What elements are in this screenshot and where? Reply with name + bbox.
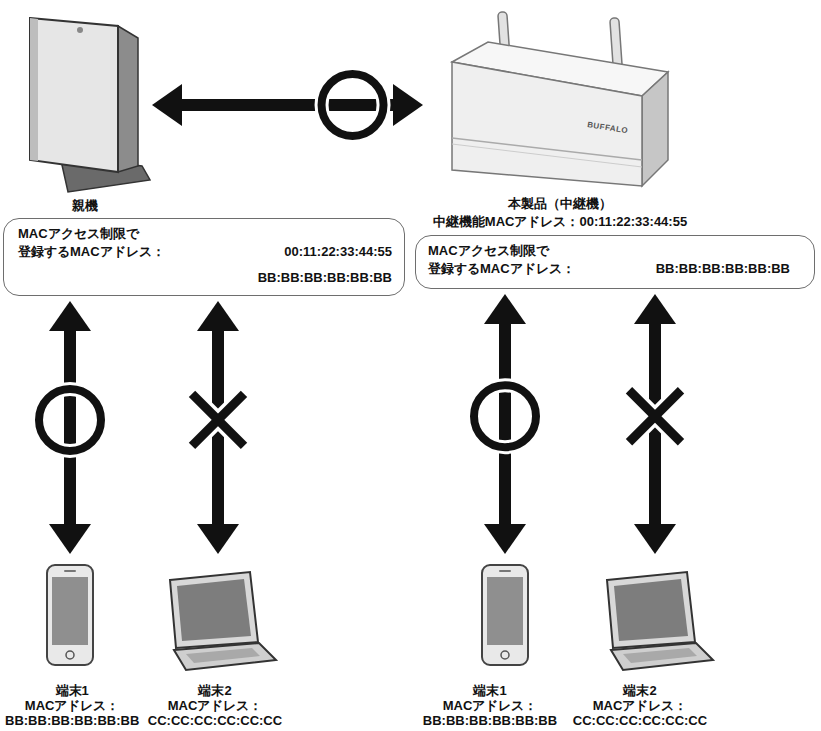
node-text: MACアドレス： [443, 698, 538, 713]
node-text: 端末2 [623, 683, 656, 698]
parent-router-illustration [30, 18, 150, 192]
ng-mark [629, 390, 681, 442]
terminal-node: 端末1MACアドレス：BB:BB:BB:BB:BB:BB [3, 555, 141, 729]
arrow-head [197, 524, 239, 554]
arrow-head [49, 301, 91, 331]
node-text: CC:CC:CC:CC:CC:CC [148, 713, 282, 728]
ng-mark-halo [192, 394, 244, 446]
double-arrow [474, 294, 536, 554]
node-text: BB:BB:BB:BB:BB:BB [423, 713, 557, 728]
ng-mark [192, 394, 244, 446]
repeater-node: 本製品（中継機）中継機能MACアドレス：00:11:22:33:44:55 [425, 15, 695, 231]
double-arrow [629, 294, 681, 554]
arrow-head [634, 294, 676, 324]
terminal-node: 端末2MACアドレス：CC:CC:CC:CC:CC:CC [571, 555, 709, 729]
arrow-head [393, 84, 423, 126]
arrow-shaft [180, 99, 395, 111]
node-text: MACアクセス制限で 登録するMACアドレス： [428, 242, 588, 278]
terminal-node: 端末2MACアドレス：CC:CC:CC:CC:CC:CC [146, 555, 284, 729]
device-logo: BUFFALO [587, 120, 629, 135]
arrow-head [152, 84, 182, 126]
repeater-illustration [452, 12, 668, 186]
ok-mark [474, 385, 536, 447]
ok-mark [322, 74, 384, 136]
ng-mark-halo [629, 390, 681, 442]
arrow-head [484, 294, 526, 324]
node-text: MACアドレス： [593, 698, 688, 713]
node-text: CC:CC:CC:CC:CC:CC [573, 713, 707, 728]
node-text: MACアドレス： [168, 698, 263, 713]
terminal-node: 端末1MACアドレス：BB:BB:BB:BB:BB:BB [421, 555, 559, 729]
ok-mark [39, 389, 101, 451]
node-text: BB:BB:BB:BB:BB:BB [5, 713, 139, 728]
node-text: 端末1 [473, 683, 506, 698]
arrow-head [634, 524, 676, 554]
double-arrow [152, 74, 423, 136]
ok-mark-halo [39, 389, 101, 451]
node-text: 端末1 [56, 683, 89, 698]
arrow-shaft [499, 322, 511, 526]
node-text: 中継機能MACアドレス：00:11:22:33:44:55 [433, 213, 687, 231]
node-text: MACアドレス： [25, 698, 120, 713]
arrow-head [49, 524, 91, 554]
node-text: 00:11:22:33:44:55 [284, 243, 392, 261]
mac-filter-box: MACアクセス制限で 登録するMACアドレス： 00:11:22:33:44:55… [3, 218, 405, 296]
terminal-illustrations [47, 565, 713, 670]
ok-mark-halo [322, 74, 384, 136]
mac-filter-box: MACアクセス制限で 登録するMACアドレス： BB:BB:BB:BB:BB:BB [415, 235, 815, 289]
node-text: BB:BB:BB:BB:BB:BB [656, 260, 790, 278]
ok-mark-halo [474, 385, 536, 447]
router-node: 親機 [20, 15, 150, 220]
arrow-head [197, 301, 239, 331]
ng-mark-halo [629, 390, 681, 442]
double-arrow [39, 301, 101, 554]
node-text: BB:BB:BB:BB:BB:BB [258, 269, 392, 287]
ng-mark [629, 390, 681, 442]
node-text: 端末2 [198, 683, 231, 698]
ng-mark-halo [192, 394, 244, 446]
node-text: MACアクセス制限で 登録するMACアドレス： [18, 225, 178, 261]
arrow-shaft [64, 329, 76, 526]
arrow-head [484, 524, 526, 554]
node-text: 親機 [72, 197, 98, 215]
ng-mark [192, 394, 244, 446]
node-text: 本製品（中継機） [508, 195, 612, 213]
double-arrow [192, 301, 244, 554]
